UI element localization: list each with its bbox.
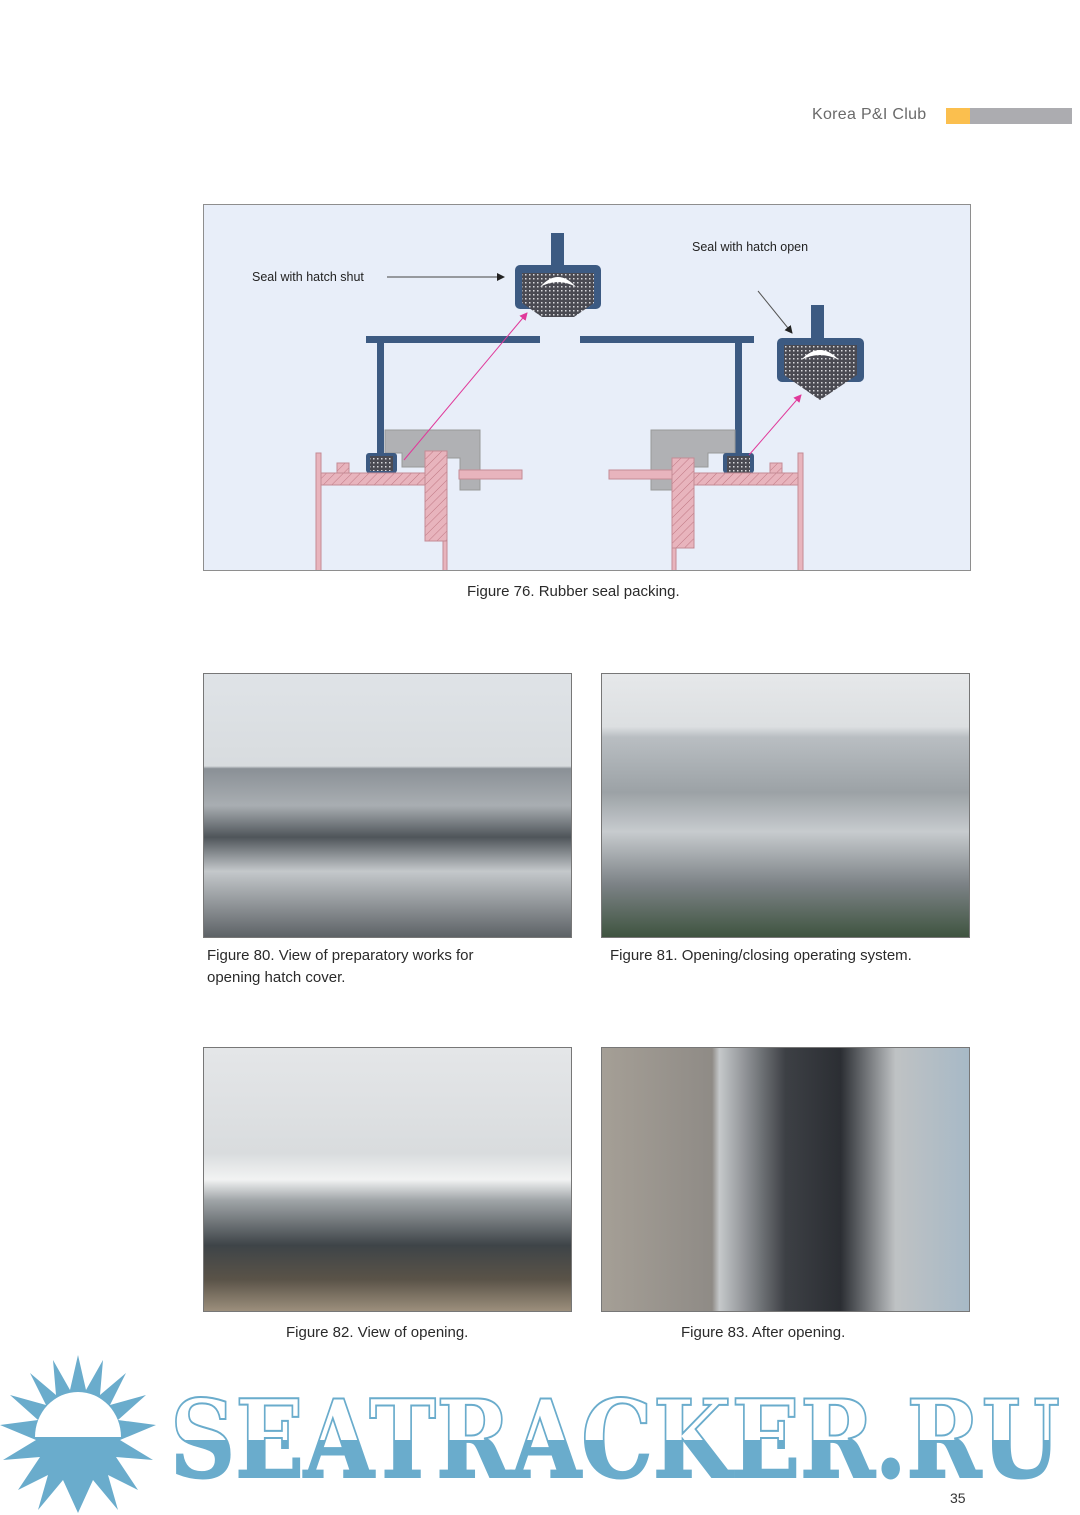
figure-80-caption-line2: opening hatch cover. — [207, 969, 346, 986]
photo-figure-80 — [203, 673, 572, 938]
sun-icon: SEATRACKER.RU — [0, 1355, 1061, 1513]
header-accent-bar — [946, 108, 970, 124]
figure-76-diagram: Seal with hatch shut Seal with hatch ope… — [203, 204, 971, 574]
photo-figure-81 — [601, 673, 970, 938]
photo-figure-83 — [601, 1047, 970, 1312]
figure-76-caption: Figure 76. Rubber seal packing. — [467, 583, 680, 600]
figure-82-caption: Figure 82. View of opening. — [286, 1324, 469, 1341]
figure-80-caption-line1: Figure 80. View of preparatory works for — [207, 947, 474, 964]
photo-figure-82 — [203, 1047, 572, 1312]
watermark-text: SEATRACKER.RU — [170, 1377, 1060, 1503]
figure-81-caption: Figure 81. Opening/closing operating sys… — [610, 947, 912, 964]
seal-shut-large — [515, 233, 601, 317]
label-seal-open: Seal with hatch open — [692, 240, 808, 254]
seal-diagram-svg: Seal with hatch shut Seal with hatch ope… — [252, 233, 864, 574]
watermark-logo: SEATRACKER.RU — [0, 1355, 1080, 1515]
page-number: 35 — [950, 1490, 966, 1506]
label-seal-shut: Seal with hatch shut — [252, 270, 364, 284]
header-grey-bar — [970, 108, 1072, 124]
seal-open-large — [777, 305, 864, 400]
figure-83-caption: Figure 83. After opening. — [681, 1324, 846, 1341]
header-title: Korea P&I Club — [812, 106, 927, 123]
